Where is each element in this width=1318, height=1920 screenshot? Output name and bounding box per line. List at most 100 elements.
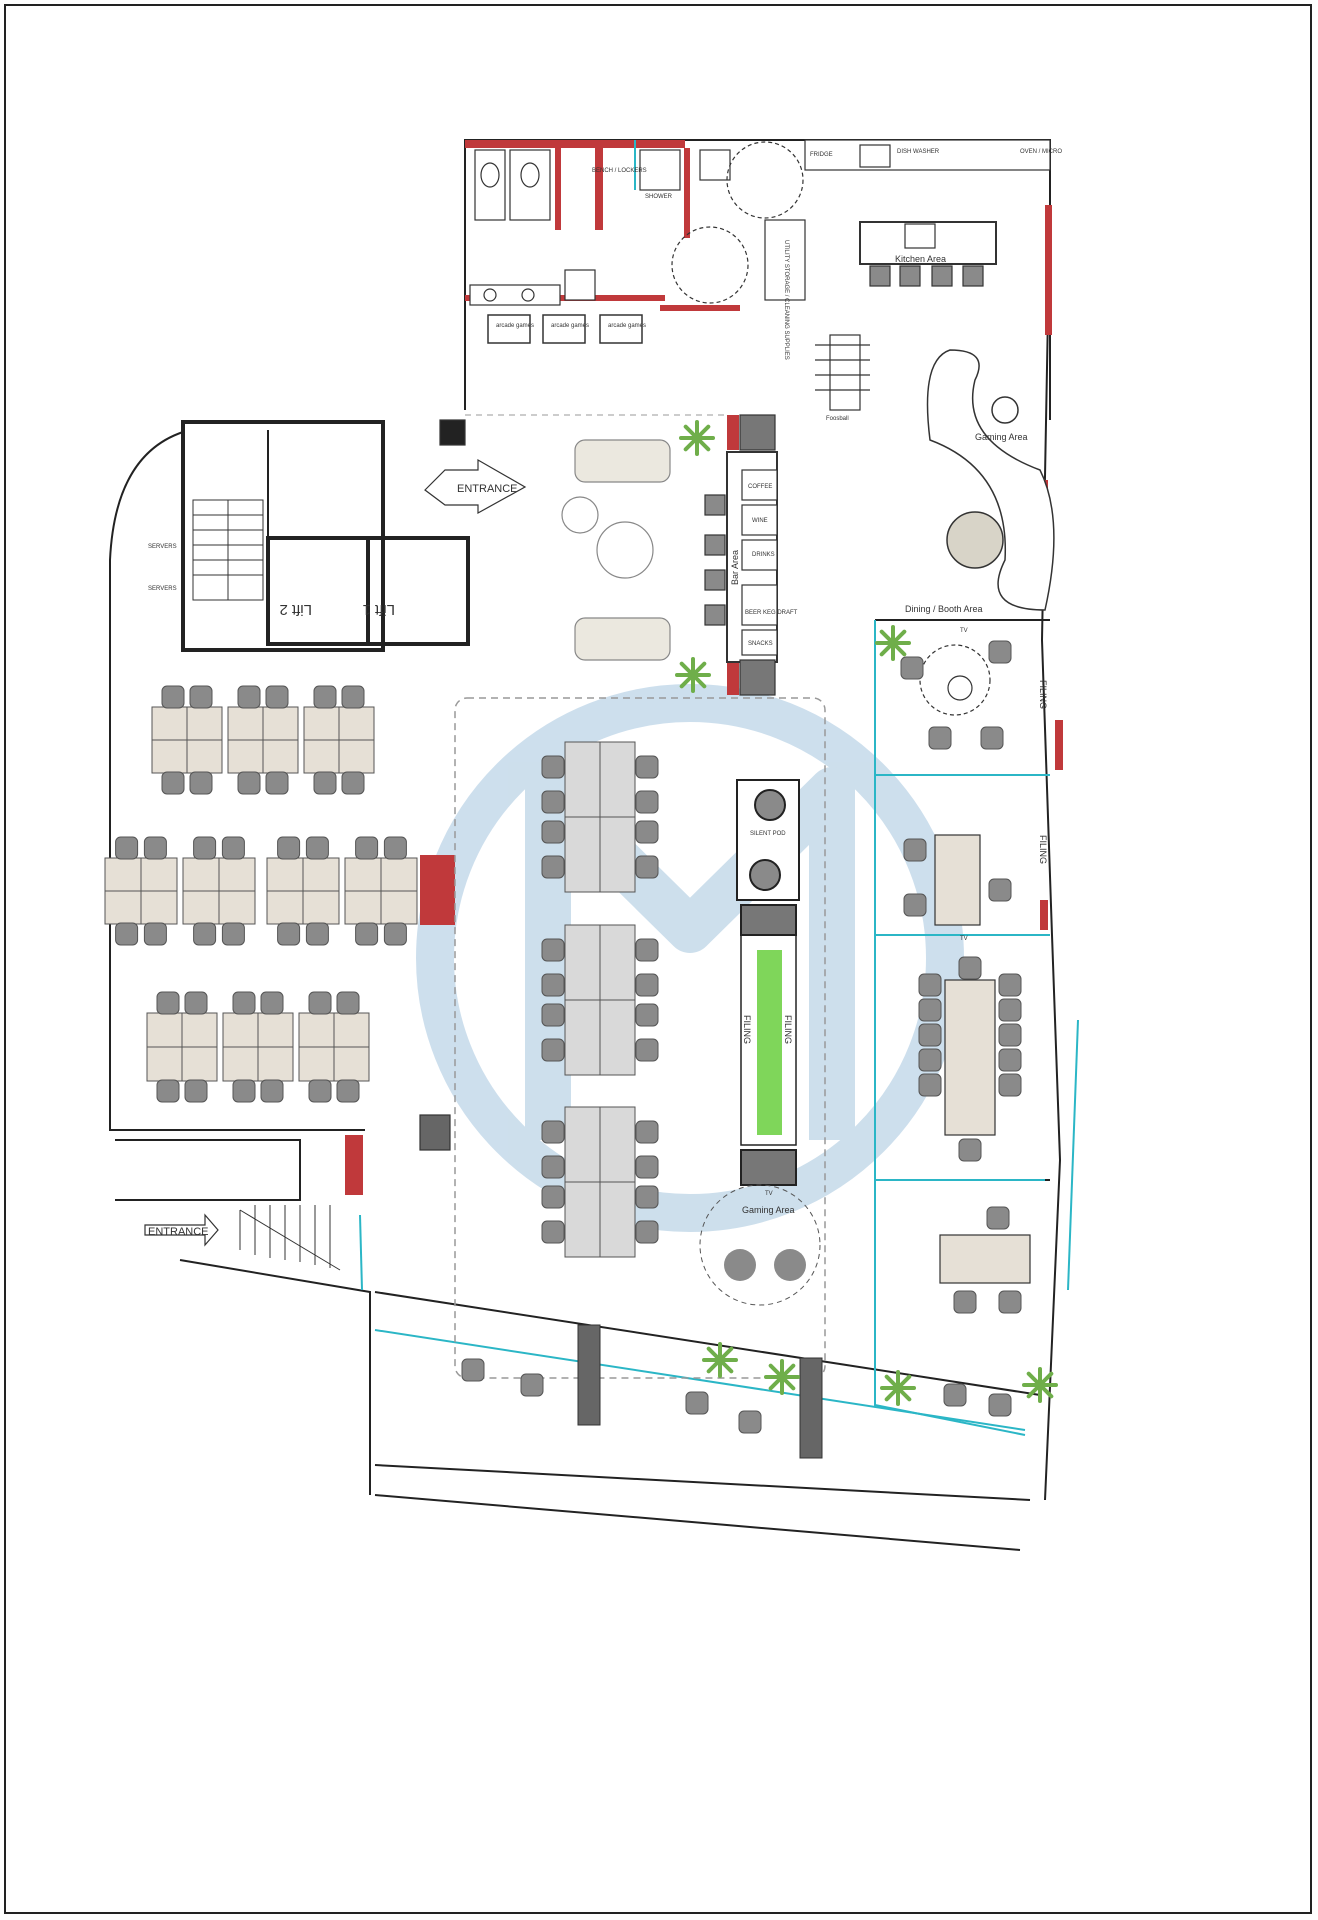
chair [232,991,256,1015]
plant-leaf [695,424,711,440]
chair [738,1410,762,1434]
chair [918,1023,942,1047]
chair [928,726,952,750]
plant-leaf [780,1363,796,1379]
workstation-clusters [104,706,636,1258]
curved-sofa [926,349,1055,611]
gaming-area-bottom-label: Gaming Area [742,1205,795,1215]
arcade-label-1: arcade games [496,323,534,329]
chair [953,1290,977,1314]
cleaning-label: UTILITY STORAGE / CLEANING SUPPLIES [783,240,789,360]
chair [237,685,261,709]
chair [943,1383,967,1407]
chair [115,836,139,860]
chair [336,1079,360,1103]
chair [189,685,213,709]
chair [541,1003,565,1027]
arcade-label-2: arcade games [551,323,589,329]
lift-1-label: Lift 1 [362,601,395,618]
tv-label-3: TV [765,1191,773,1197]
boardroom [919,644,1031,1284]
chair [520,1373,544,1397]
chair [260,1079,284,1103]
chair [900,656,924,680]
chair [635,973,659,997]
bar-area-label: Bar Area [730,550,740,585]
chair [260,991,284,1015]
chair [998,1048,1022,1072]
chair [903,838,927,862]
chair [988,1393,1012,1417]
chair [355,836,379,860]
servers-label-b: SERVERS [148,586,177,592]
chair [635,1120,659,1144]
foosball-label: Foosball [826,416,849,422]
chair [635,790,659,814]
chair [115,922,139,946]
chair [541,1220,565,1244]
chair [308,991,332,1015]
chair [918,1073,942,1097]
chair [958,956,982,980]
beer-keg-label: BEER KEG DRAFT [745,610,798,616]
chair [635,1220,659,1244]
chair [988,640,1012,664]
filing-label-2: FILING [1038,835,1048,864]
filing-label-1: FILING [1038,680,1048,709]
chair [184,1079,208,1103]
chair [541,755,565,779]
chair [383,922,407,946]
chair [541,1120,565,1144]
plant-leaf [718,1346,734,1362]
chair [635,820,659,844]
chair [903,893,927,917]
chair [541,973,565,997]
kitchen [804,139,1051,411]
labels: ENTRANCE ENTRANCE Lift 1 Lift 2 SERVERS … [148,149,1062,1238]
coffee-label: COFFEE [748,484,772,490]
drinks-label: DRINKS [752,552,775,558]
chair [161,685,185,709]
entrance-lower-label: ENTRANCE [148,1226,209,1238]
chair [156,991,180,1015]
chair [541,855,565,879]
chair [541,1038,565,1062]
shower-label: SHOWER [645,194,673,200]
chair [355,922,379,946]
chair [143,922,167,946]
chair [635,755,659,779]
chair [635,855,659,879]
dish-washer-label: DISH WASHER [897,149,940,155]
chair [305,836,329,860]
silent-pod [736,779,800,1186]
oven-micro-label: OVEN / MICRO [1020,149,1062,155]
arcade-label-3: arcade games [608,323,646,329]
arcade-machines [487,314,643,344]
chair [461,1358,485,1382]
chair [277,922,301,946]
lounge [561,439,671,661]
snacks-label: SNACKS [748,641,773,647]
chair [635,938,659,962]
washrooms [469,141,806,306]
chair [541,790,565,814]
drawing-frame [4,4,1312,1914]
filing-label-4: FILING [783,1015,793,1044]
bar-area [704,414,778,696]
chair [161,771,185,795]
chair [635,1185,659,1209]
wine-label: WINE [752,518,768,524]
chair [193,922,217,946]
bench-lockers-label: BENCH / LOCKERS [592,168,647,174]
plant-leaf [691,661,707,677]
chair [336,991,360,1015]
chair [193,836,217,860]
chair [635,1155,659,1179]
chair [541,1155,565,1179]
chair [998,998,1022,1022]
tv-label-2: TV [960,936,968,942]
chair [918,973,942,997]
plants [675,420,1058,1406]
dining-booth-label: Dining / Booth Area [905,604,983,614]
